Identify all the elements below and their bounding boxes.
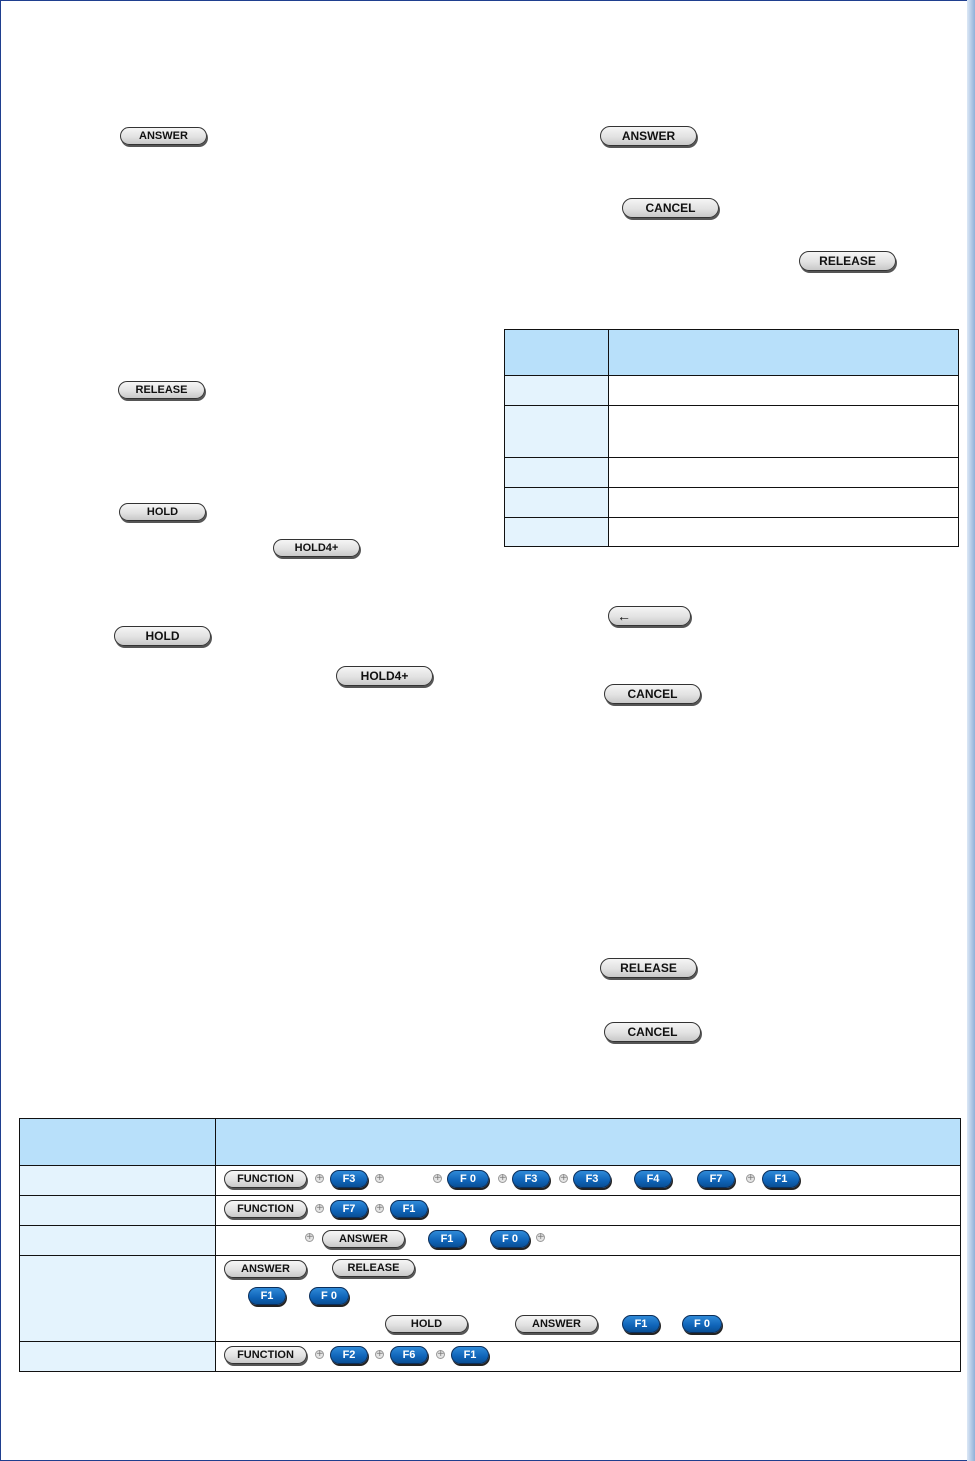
f1-key[interactable]: F1 <box>390 1200 428 1218</box>
page-edge-strip <box>967 0 975 1461</box>
f4-key[interactable]: F4 <box>634 1170 672 1188</box>
f6-key[interactable]: F6 <box>390 1346 428 1364</box>
table-row <box>19 1165 961 1196</box>
key-sequence-header <box>19 1118 961 1166</box>
plus-icon: + <box>559 1173 568 1183</box>
plus-icon: + <box>746 1173 755 1183</box>
f7-key[interactable]: F7 <box>697 1170 735 1188</box>
plus-icon: + <box>375 1173 384 1183</box>
release-key[interactable]: RELEASE <box>118 381 205 399</box>
f1-key[interactable]: F1 <box>622 1315 660 1333</box>
plus-icon: + <box>305 1232 314 1242</box>
f0-key[interactable]: F 0 <box>490 1230 530 1248</box>
release-key-right[interactable]: RELEASE <box>799 251 896 271</box>
left-arrow-icon: ← <box>617 608 631 624</box>
hold4-key[interactable]: HOLD4+ <box>273 539 360 557</box>
table-row <box>504 517 959 547</box>
release-key[interactable]: RELEASE <box>332 1259 415 1277</box>
plus-icon: + <box>433 1173 442 1183</box>
table-row <box>504 375 959 406</box>
f1-key[interactable]: F1 <box>428 1230 466 1248</box>
f3-key[interactable]: F3 <box>573 1170 611 1188</box>
cancel-key[interactable]: CANCEL <box>622 198 719 218</box>
f3-key[interactable]: F3 <box>330 1170 368 1188</box>
plus-icon: + <box>536 1232 545 1242</box>
key-sequence-table <box>19 1118 961 1372</box>
answer-key[interactable]: ANSWER <box>322 1230 405 1248</box>
f1-key[interactable]: F1 <box>762 1170 800 1188</box>
function-key[interactable]: FUNCTION <box>224 1200 307 1218</box>
f7-key[interactable]: F7 <box>330 1200 368 1218</box>
answer-key[interactable]: ANSWER <box>515 1315 598 1333</box>
hold-key-large[interactable]: HOLD <box>114 626 211 646</box>
plus-icon: + <box>315 1203 324 1213</box>
hold-key[interactable]: HOLD <box>385 1315 468 1333</box>
f1-key[interactable]: F1 <box>451 1346 489 1364</box>
table-row <box>504 487 959 518</box>
plus-icon: + <box>498 1173 507 1183</box>
function-key[interactable]: FUNCTION <box>224 1346 307 1364</box>
status-table-header <box>504 329 959 376</box>
f0-key[interactable]: F 0 <box>309 1287 349 1305</box>
f0-key[interactable]: F 0 <box>447 1170 489 1188</box>
plus-icon: + <box>315 1349 324 1359</box>
hold4-key-large[interactable]: HOLD4+ <box>336 666 433 686</box>
cancel-key-3[interactable]: CANCEL <box>604 1022 701 1042</box>
f1-key[interactable]: F1 <box>248 1287 286 1305</box>
backspace-key[interactable]: ← <box>608 606 691 626</box>
hold-key[interactable]: HOLD <box>119 503 206 521</box>
cancel-key-2[interactable]: CANCEL <box>604 684 701 704</box>
plus-icon: + <box>315 1173 324 1183</box>
f0-key[interactable]: F 0 <box>682 1315 722 1333</box>
table-row <box>19 1195 961 1226</box>
table-row <box>504 405 959 458</box>
answer-key[interactable]: ANSWER <box>120 127 207 145</box>
table-row <box>19 1255 961 1342</box>
table-row <box>504 457 959 488</box>
plus-icon: + <box>436 1349 445 1359</box>
plus-icon: + <box>375 1349 384 1359</box>
table-row <box>19 1341 961 1372</box>
plus-icon: + <box>375 1203 384 1213</box>
answer-key[interactable]: ANSWER <box>224 1260 307 1278</box>
f3-key[interactable]: F3 <box>512 1170 550 1188</box>
answer-key-right[interactable]: ANSWER <box>600 126 697 146</box>
status-table <box>504 329 959 547</box>
release-key-lower[interactable]: RELEASE <box>600 958 697 978</box>
function-key[interactable]: FUNCTION <box>224 1170 307 1188</box>
f2-key[interactable]: F2 <box>330 1346 368 1364</box>
